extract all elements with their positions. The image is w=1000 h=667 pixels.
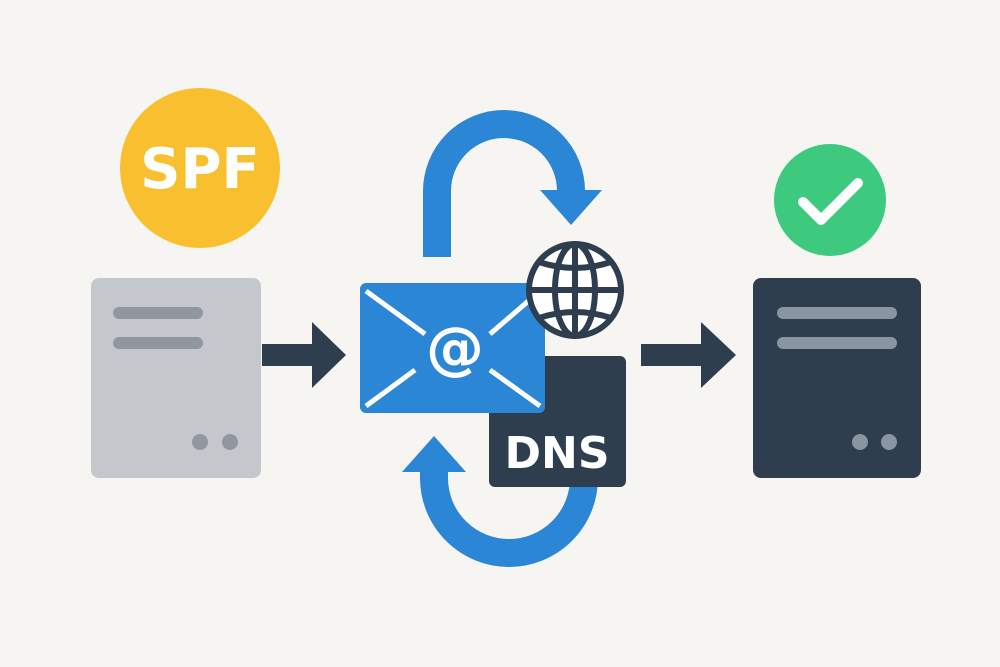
spf-badge: SPF <box>120 88 280 248</box>
arrow-right-icon <box>641 322 736 388</box>
envelope-at-icon: @ <box>360 283 545 413</box>
refresh-arrow-bottom-icon <box>402 436 598 567</box>
dns-label: DNS <box>504 428 609 479</box>
spf-label: SPF <box>140 137 260 202</box>
arrow-right-icon <box>262 322 346 388</box>
refresh-arrow-top-icon <box>423 110 602 257</box>
sender-server-icon <box>91 278 261 478</box>
receiver-server-icon <box>753 278 921 478</box>
checkmark-icon <box>774 144 886 256</box>
at-symbol: @ <box>426 314 484 382</box>
globe-icon <box>526 241 624 339</box>
